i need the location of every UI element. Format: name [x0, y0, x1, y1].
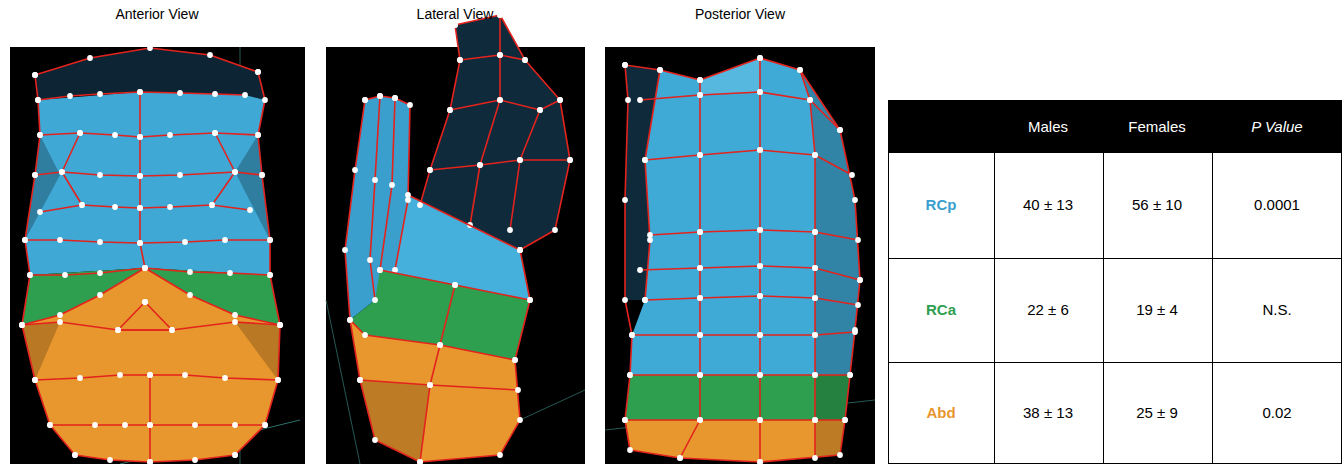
mesh-line: [140, 92, 145, 268]
table-cell: 56 ± 10: [1132, 196, 1182, 213]
table-rule: [888, 463, 1342, 464]
mesh-line: [408, 195, 520, 250]
mesh-line: [118, 302, 172, 330]
lateral-mesh: [326, 15, 585, 464]
row-label: Abd: [926, 404, 955, 421]
mesh-line: [62, 133, 82, 205]
mesh-line: [650, 230, 858, 240]
mesh-line: [630, 374, 850, 376]
table-cell: 40 ± 13: [1023, 196, 1073, 213]
view-panel: [10, 47, 305, 464]
mesh-line: [645, 150, 852, 175]
mesh-line: [800, 70, 815, 458]
mesh-line: [455, 15, 570, 250]
abdomen-region: [22, 268, 280, 462]
inner-surface: [35, 48, 265, 100]
mesh-line: [40, 133, 258, 137]
stats-table: [888, 100, 1342, 464]
mesh-line: [370, 96, 380, 300]
table-rule: [888, 100, 889, 463]
mesh-line: [625, 58, 860, 462]
mesh-line: [22, 268, 280, 325]
mesh-line: [420, 285, 455, 462]
mesh-line: [149, 375, 151, 462]
mesh-line: [470, 15, 500, 225]
mesh-line: [22, 322, 280, 330]
mesh-line: [450, 100, 560, 110]
row-label: RCa: [926, 301, 956, 318]
upper-ribcage-region: [630, 58, 860, 375]
mesh-line: [680, 80, 700, 458]
mesh-line: [50, 424, 265, 426]
mesh-line: [645, 70, 660, 300]
mesh-line: [38, 92, 245, 100]
upper-ribcage-region: [25, 92, 270, 275]
table-cell: 22 ± 6: [1027, 301, 1069, 318]
posterior-mesh: [605, 58, 875, 462]
mesh-line: [632, 332, 855, 335]
anterior-mesh: [22, 47, 300, 464]
table-cell: 25 ± 9: [1136, 404, 1178, 421]
table-rule: [888, 362, 1342, 363]
table-rule: [888, 258, 1342, 259]
table-rule: [1212, 153, 1213, 463]
mesh-line: [640, 266, 860, 280]
mesh-line: [75, 455, 235, 462]
mesh-line: [35, 48, 258, 75]
shade-facet: [235, 135, 270, 240]
row-label: RCp: [926, 196, 957, 213]
mesh-line: [510, 110, 540, 230]
table-header: Males: [1028, 118, 1068, 135]
mesh-line: [759, 58, 761, 462]
mesh-line: [350, 320, 515, 360]
table-header: P Value: [1251, 118, 1302, 135]
mesh-line: [380, 98, 395, 270]
shade-facet: [25, 135, 60, 240]
table-cell: 0.02: [1262, 404, 1291, 421]
grid-line: [520, 390, 585, 420]
mesh-line: [22, 75, 75, 455]
view-heading: Lateral View: [417, 6, 494, 22]
table-header-band: [888, 100, 1342, 153]
table-cell: 38 ± 13: [1023, 404, 1073, 421]
mesh-line: [430, 160, 570, 170]
mesh-line: [645, 296, 858, 305]
table-rule: [994, 153, 995, 463]
mesh-line: [35, 375, 278, 380]
table-cell: 19 ± 4: [1136, 301, 1178, 318]
mesh-line: [235, 72, 280, 455]
table-rule: [1341, 100, 1342, 463]
table-header: Females: [1128, 118, 1186, 135]
shade-facet: [235, 322, 280, 380]
view-panel: [605, 47, 875, 464]
mesh-line: [212, 133, 235, 205]
mesh-line: [420, 25, 460, 205]
table-cell: 0.0001: [1254, 196, 1300, 213]
view-heading: Anterior View: [115, 6, 198, 22]
abdomen-region: [625, 420, 845, 462]
mesh-line: [625, 419, 845, 421]
mesh-line: [360, 380, 518, 390]
mesh-line: [40, 205, 250, 212]
table-cell: N.S.: [1262, 301, 1291, 318]
mesh-line: [35, 172, 262, 176]
mesh-line: [25, 240, 270, 243]
view-heading: Posterior View: [695, 6, 785, 22]
table-rule: [1103, 153, 1104, 463]
mesh-line: [460, 55, 525, 60]
